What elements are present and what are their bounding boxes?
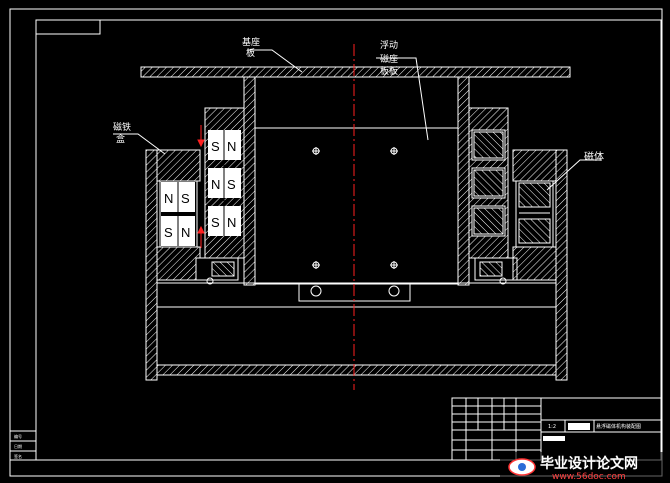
magnet-pole-label: N (181, 225, 190, 240)
title-block-fill (568, 423, 590, 430)
magnet-pole-label: S (211, 139, 220, 154)
force-arrows (197, 125, 205, 248)
leader-lines (113, 49, 602, 191)
left-outer-magnets: N S S N (161, 182, 195, 246)
watermark-text: 毕业设计论文网 (540, 455, 638, 472)
title-block-title: 悬浮磁体机构装配图 (596, 423, 641, 430)
magnet-pole-label: S (181, 191, 190, 206)
side-table-row: 日期 (14, 443, 22, 449)
title-block (451, 397, 662, 461)
magnet-pole-label: N (211, 177, 220, 192)
magnet-pole-label: N (164, 191, 173, 206)
magnet-pole-label: S (227, 177, 236, 192)
floating-plate (254, 127, 459, 302)
site-watermark: 毕业设计论文网 www.56doc.com (500, 452, 670, 483)
drawing-frame (9, 8, 663, 477)
right-magnet-box (512, 149, 557, 281)
right-inner-magnet-column (468, 107, 518, 285)
magnet-pole-label: S (211, 215, 220, 230)
left-inner-pole-labels: S N N S S N (211, 139, 236, 230)
label-magnet-box: 磁铁 盒 (113, 121, 134, 145)
title-block-fill (543, 436, 565, 441)
left-inner-magnet-column (195, 107, 245, 285)
watermark-url: www.56doc.com (552, 472, 626, 482)
base-plate (140, 66, 571, 78)
side-table-row: 编号 (14, 433, 22, 439)
side-table-row: 签名 (14, 453, 22, 459)
magnet-pole-label: N (227, 139, 236, 154)
magnet-pole-label: S (164, 225, 173, 240)
side-table (9, 430, 37, 461)
label-floating-plate: 浮动 磁座 板板 (380, 39, 401, 77)
label-base-plate: 基座 板 (242, 36, 263, 59)
title-block-scale: 1:2 (548, 424, 556, 430)
magnet-pole-label: N (227, 215, 236, 230)
label-magnet: 磁体 (584, 150, 604, 163)
bottom-frame (145, 149, 568, 381)
